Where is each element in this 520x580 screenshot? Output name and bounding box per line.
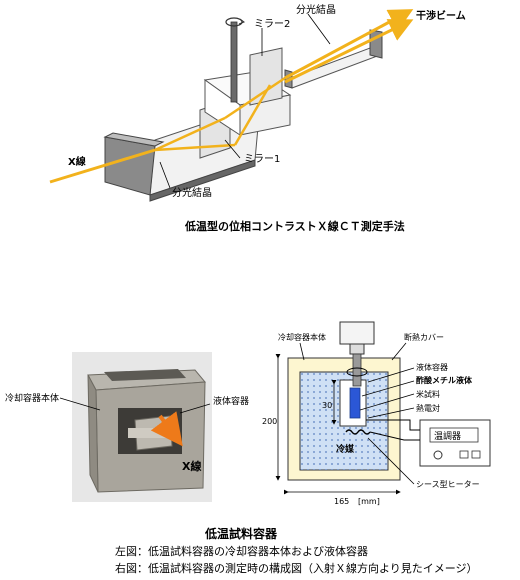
methyl-acetate-label: 酢酸メチル液体 (416, 375, 473, 385)
photo-body-label: 冷却容器本体 (5, 392, 59, 404)
crystal-upper-label: 分光結晶 (296, 3, 336, 16)
dim-unit: [mm] (358, 497, 380, 506)
photo-liquid-label: 液体容器 (213, 395, 249, 407)
coolant-label: 冷媒 (336, 443, 355, 455)
crystal-lower-label: 分光結晶 (172, 186, 212, 199)
cover-label: 断熱カバー (404, 332, 444, 342)
interference-beam-label: 干渉ビーム (416, 9, 466, 22)
controller-label: 温調器 (434, 430, 461, 442)
xray-beams (49, 9, 414, 184)
dim-height: 200 (262, 417, 277, 426)
container-schematic: 冷媒 温調器 200 165 [mm] 30 冷却容器本体 断熱カ (262, 321, 491, 506)
schematic-body-label: 冷却容器本体 (278, 332, 326, 342)
mirror-2-label: ミラー2 (254, 18, 290, 30)
photo-xray-label: X線 (182, 459, 201, 473)
schematic-leaders (299, 342, 415, 485)
bottom-caption-line2: 右図：低温試料容器の測定時の構成図（入射Ｘ線方向より見たイメージ） (115, 562, 478, 575)
schematic-liquid-label: 液体容器 (416, 362, 448, 372)
bottom-caption-line1: 左図：低温試料容器の冷却容器本体および液体容器 (115, 545, 368, 558)
heater-label: シース型ヒーター (416, 480, 480, 489)
top-caption: 低温型の位相コントラストＸ線ＣＴ測定手法 (184, 219, 405, 233)
interferometer-diagram: X線 分光結晶 ミラー1 ミラー2 分光結晶 干渉ビーム 低温型の位相コントラス… (49, 3, 466, 233)
mirror-2 (249, 47, 283, 106)
dim-width: 165 (334, 497, 349, 506)
top-leader-lines (159, 13, 331, 189)
rotation-stage (225, 17, 246, 103)
container-photo: 冷却容器本体 液体容器 X線 (5, 352, 249, 502)
xray-label: X線 (68, 155, 86, 168)
thermocouple-label: 熱電対 (416, 403, 440, 413)
dim-inner: 30 (322, 401, 332, 410)
mirror-1-label: ミラー1 (244, 153, 280, 165)
sample-label: 米試料 (416, 389, 440, 399)
bottom-caption-title: 低温試料容器 (205, 527, 278, 541)
